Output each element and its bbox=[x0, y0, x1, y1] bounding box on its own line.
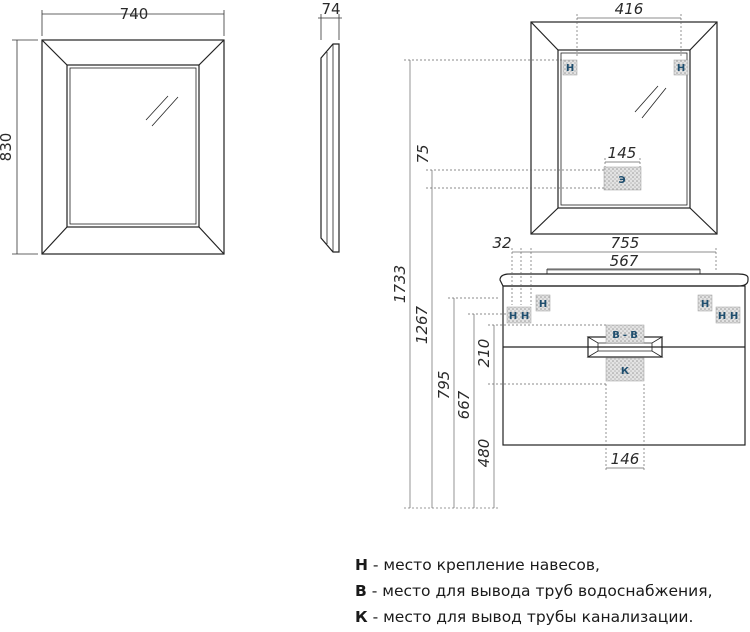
dim-basin-width-label: 755 bbox=[611, 234, 640, 252]
mirror-front-view bbox=[41, 39, 225, 255]
dim-mount-spacing bbox=[576, 14, 682, 58]
svg-text:Н: Н bbox=[521, 311, 529, 322]
dim-mount-height-label: 667 bbox=[455, 390, 473, 419]
basin-top bbox=[499, 273, 749, 287]
dim-mirror-width bbox=[41, 10, 225, 36]
mirror-installed-view bbox=[530, 21, 718, 235]
svg-text:Э: Э bbox=[618, 175, 625, 186]
dim-water-zone-label: 210 bbox=[475, 339, 493, 368]
svg-text:Н: Н bbox=[566, 63, 574, 74]
dim-total-height bbox=[404, 59, 563, 508]
dim-drain-width-label: 146 bbox=[611, 450, 640, 468]
legend-item-water: В - место для вывода труб водоснабжения, bbox=[355, 582, 713, 600]
drain-marker: К bbox=[605, 357, 645, 382]
svg-text:Н: Н bbox=[701, 299, 709, 310]
mount-marker-cabinet-right-outer: Н Н bbox=[715, 306, 741, 324]
svg-text:-: - bbox=[623, 330, 627, 341]
glass-reflection-mark bbox=[145, 95, 169, 121]
svg-text:Н: Н bbox=[730, 311, 738, 322]
dim-outlet-width bbox=[604, 158, 641, 168]
mount-marker-cabinet-right-inner: Н bbox=[697, 294, 713, 312]
dim-outlet-height bbox=[426, 187, 604, 508]
basin-cabinet-view bbox=[499, 268, 749, 446]
mirror-outer-frame bbox=[41, 39, 225, 255]
svg-text:Н: Н bbox=[509, 311, 517, 322]
water-marker: В - В bbox=[605, 324, 645, 344]
dim-cabinet-top-height bbox=[448, 297, 500, 508]
outlet-marker: Э bbox=[603, 166, 642, 191]
cabinet-body bbox=[502, 285, 746, 446]
dim-outlet-offset-label: 75 bbox=[414, 144, 432, 163]
legend-item-mount: Н - место крепление навесов, bbox=[355, 556, 600, 574]
dim-mirror-width-label: 740 bbox=[120, 5, 149, 23]
dim-basin-width bbox=[521, 248, 717, 272]
mount-marker-cabinet-left-inner: Н bbox=[535, 294, 551, 312]
mirror-glass bbox=[69, 67, 197, 225]
dim-mount-spacing-label: 416 bbox=[615, 0, 644, 18]
mount-marker-mirror-right: Н bbox=[673, 59, 689, 76]
mount-marker-mirror-left: Н bbox=[562, 59, 578, 76]
dim-mirror-height bbox=[12, 39, 38, 255]
svg-text:Н: Н bbox=[677, 63, 685, 74]
dim-mirror-depth-label: 74 bbox=[321, 0, 340, 18]
mirror-side-view bbox=[320, 43, 340, 253]
svg-text:К: К bbox=[621, 366, 630, 377]
dim-outlet-height-label: 1267 bbox=[413, 305, 431, 344]
legend-item-drain: К - место для вывод трубы канализации. bbox=[355, 608, 694, 626]
svg-text:Н: Н bbox=[718, 311, 726, 322]
dim-water-zone bbox=[488, 324, 606, 385]
dim-side-offset bbox=[511, 248, 522, 305]
svg-text:Н: Н bbox=[539, 299, 547, 310]
svg-text:В: В bbox=[630, 330, 638, 341]
dim-total-height-label: 1733 bbox=[391, 265, 409, 303]
mount-marker-cabinet-left-outer: Н Н bbox=[506, 306, 532, 324]
dim-mount-height bbox=[468, 313, 507, 508]
mirror-inner-frame bbox=[66, 64, 200, 228]
dim-side-offset-label: 32 bbox=[492, 234, 511, 252]
svg-text:В: В bbox=[612, 330, 620, 341]
dim-cabinet-width-label: 567 bbox=[610, 252, 639, 270]
dim-water-height-label: 480 bbox=[475, 439, 493, 468]
dim-drain-width bbox=[605, 384, 645, 472]
dim-mirror-height-label: 830 bbox=[0, 133, 15, 162]
dim-mirror-depth bbox=[318, 14, 342, 40]
dim-outlet-offset bbox=[426, 169, 604, 188]
dim-cabinet-top-height-label: 795 bbox=[435, 371, 453, 400]
dim-outlet-width-label: 145 bbox=[608, 144, 637, 162]
